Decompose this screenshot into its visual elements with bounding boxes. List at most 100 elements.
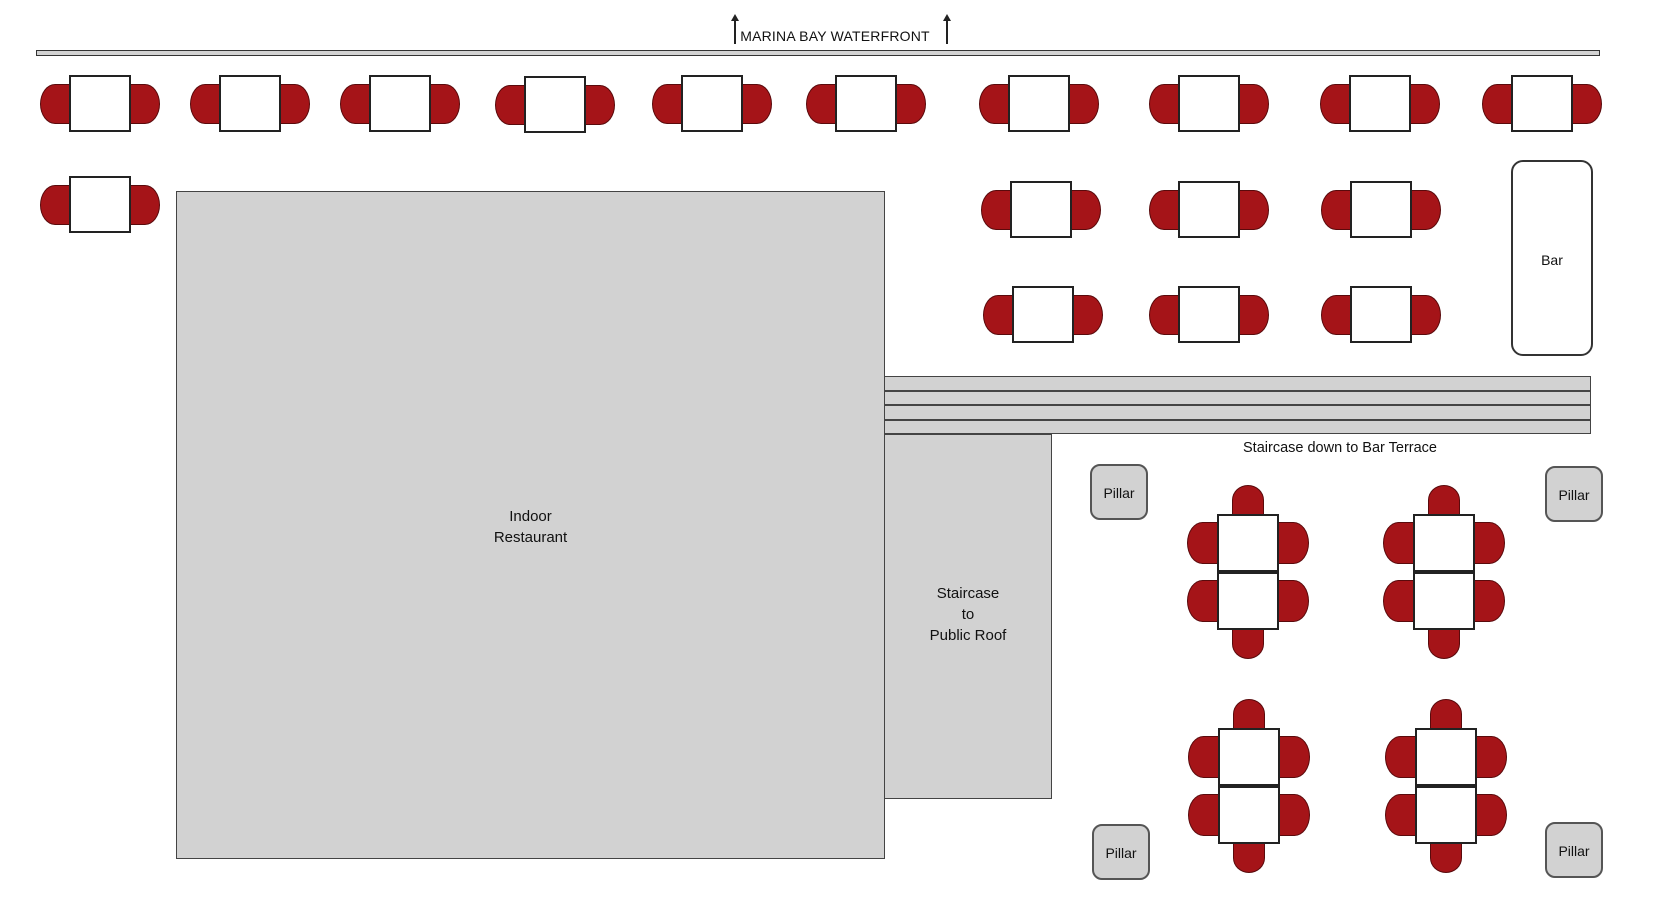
chair bbox=[1410, 83, 1440, 124]
chair bbox=[1187, 522, 1218, 564]
waterfront-arrow-left-icon bbox=[730, 14, 740, 44]
chair bbox=[1411, 294, 1441, 335]
chair bbox=[1572, 83, 1602, 124]
chair bbox=[130, 184, 160, 225]
table bbox=[1413, 572, 1475, 630]
waterfront-label: MARINA BAY WATERFRONT bbox=[740, 28, 930, 44]
chair bbox=[40, 184, 70, 225]
table bbox=[1511, 75, 1573, 132]
pillar: Pillar bbox=[1545, 822, 1603, 878]
chair bbox=[1383, 522, 1414, 564]
step-line bbox=[885, 419, 1590, 421]
chair bbox=[1385, 794, 1416, 836]
chair bbox=[1482, 83, 1512, 124]
chair bbox=[742, 83, 772, 124]
chair bbox=[1476, 794, 1507, 836]
chair bbox=[340, 83, 370, 124]
chair bbox=[1149, 83, 1179, 124]
chair bbox=[979, 83, 1009, 124]
table bbox=[1012, 286, 1074, 343]
chair bbox=[40, 83, 70, 124]
chair bbox=[1279, 736, 1310, 778]
chair bbox=[1069, 83, 1099, 124]
waterfront-railing bbox=[36, 50, 1600, 56]
chair bbox=[130, 83, 160, 124]
indoor-restaurant-area: Indoor Restaurant bbox=[176, 191, 885, 859]
bar-label: Bar bbox=[1541, 252, 1563, 268]
table bbox=[1178, 181, 1240, 238]
table bbox=[1217, 572, 1279, 630]
chair bbox=[1187, 580, 1218, 622]
chair bbox=[1474, 522, 1505, 564]
chair bbox=[806, 83, 836, 124]
table bbox=[1218, 728, 1280, 786]
chair bbox=[1385, 736, 1416, 778]
chair bbox=[1430, 699, 1462, 729]
chair bbox=[1239, 83, 1269, 124]
indoor-restaurant-label: Indoor Restaurant bbox=[493, 508, 568, 546]
pillar: Pillar bbox=[1090, 464, 1148, 520]
chair bbox=[1476, 736, 1507, 778]
chair bbox=[1073, 294, 1103, 335]
chair bbox=[1232, 485, 1264, 515]
step-line bbox=[885, 390, 1590, 392]
chair bbox=[495, 84, 525, 125]
chair bbox=[1411, 189, 1441, 230]
chair bbox=[652, 83, 682, 124]
table bbox=[1008, 75, 1070, 132]
chair bbox=[1233, 843, 1265, 873]
staircase-bar-terrace-label: Staircase down to Bar Terrace bbox=[1243, 440, 1437, 456]
pillar: Pillar bbox=[1545, 466, 1603, 522]
chair bbox=[981, 189, 1011, 230]
chair bbox=[1279, 794, 1310, 836]
table bbox=[835, 75, 897, 132]
table bbox=[69, 176, 131, 233]
table bbox=[1217, 514, 1279, 572]
table bbox=[1349, 75, 1411, 132]
chair bbox=[1071, 189, 1101, 230]
chair bbox=[1321, 189, 1351, 230]
chair bbox=[430, 83, 460, 124]
chair bbox=[1428, 485, 1460, 515]
chair bbox=[1188, 736, 1219, 778]
chair bbox=[1430, 843, 1462, 873]
chair bbox=[896, 83, 926, 124]
table bbox=[1178, 75, 1240, 132]
table bbox=[69, 75, 131, 132]
staircase-public-roof-label: Staircase to Public Roof bbox=[929, 585, 1007, 644]
chair bbox=[1383, 580, 1414, 622]
chair bbox=[1232, 629, 1264, 659]
chair bbox=[190, 83, 220, 124]
chair bbox=[280, 83, 310, 124]
table bbox=[219, 75, 281, 132]
chair bbox=[1239, 294, 1269, 335]
chair bbox=[1278, 522, 1309, 564]
chair bbox=[1239, 189, 1269, 230]
chair bbox=[1474, 580, 1505, 622]
chair bbox=[1320, 83, 1350, 124]
table bbox=[1178, 286, 1240, 343]
table bbox=[1010, 181, 1072, 238]
chair bbox=[1278, 580, 1309, 622]
table bbox=[1218, 786, 1280, 844]
table bbox=[369, 75, 431, 132]
chair bbox=[1188, 794, 1219, 836]
chair bbox=[1321, 294, 1351, 335]
staircase-public-roof-area: Staircase to Public Roof bbox=[884, 434, 1052, 799]
step-line bbox=[885, 404, 1590, 406]
chair bbox=[1149, 189, 1179, 230]
chair bbox=[983, 294, 1013, 335]
table bbox=[1415, 728, 1477, 786]
chair bbox=[585, 84, 615, 125]
table bbox=[1350, 286, 1412, 343]
table bbox=[1350, 181, 1412, 238]
table bbox=[524, 76, 586, 133]
table bbox=[681, 75, 743, 132]
bar-counter: Bar bbox=[1511, 160, 1593, 356]
pillar: Pillar bbox=[1092, 824, 1150, 880]
table bbox=[1415, 786, 1477, 844]
chair bbox=[1428, 629, 1460, 659]
chair bbox=[1149, 294, 1179, 335]
staircase-steps bbox=[884, 376, 1591, 434]
waterfront-arrow-right-icon bbox=[942, 14, 952, 44]
